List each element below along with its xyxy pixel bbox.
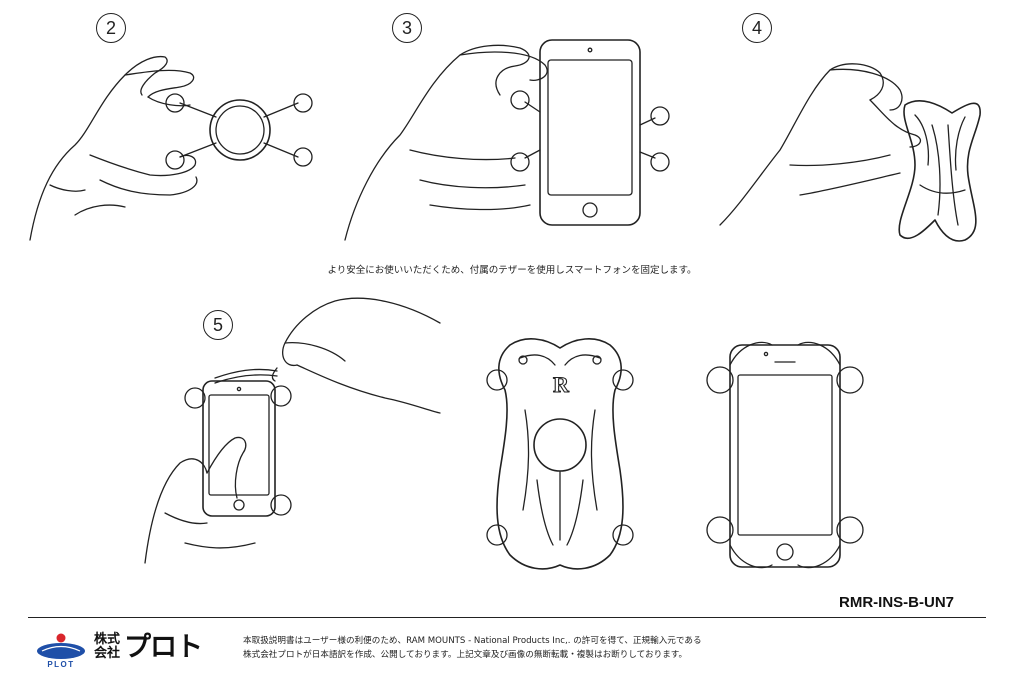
step-number-5: 5: [203, 310, 233, 340]
phone-drawing: [540, 40, 640, 225]
plot-logo-mark: [37, 633, 85, 659]
hand-drawing: [720, 64, 920, 225]
company-name: プロト: [124, 632, 203, 663]
document-code: RMR-INS-B-UN7: [839, 594, 954, 611]
tether-notice: より安全にお使いいただくため、付属のテザーを使用しスマートフォンを固定します。: [327, 265, 697, 276]
company-prefix: 株式会社: [94, 632, 121, 661]
phone-installed-front-view: [700, 330, 870, 575]
footer-line-1: 本取扱説明書はユーザー様の利便のため、RAM MOUNTS - National…: [243, 636, 702, 646]
step-number-3: 3: [392, 13, 422, 43]
footer-disclaimer: 本取扱説明書はユーザー様の利便のため、RAM MOUNTS - National…: [243, 634, 803, 662]
cradle-back-view: R: [475, 330, 645, 575]
plot-logo-text: PLOT: [47, 660, 75, 669]
step-number-4: 4: [742, 13, 772, 43]
hand-drawing: [345, 45, 547, 240]
step-4-illustration: [720, 55, 990, 245]
footer-line-2: 株式会社プロトが日本語訳を作成、公開しております。上記文章及び画像の無断転載・複…: [243, 650, 688, 660]
grip-arms: [511, 91, 669, 171]
step-number-2: 2: [96, 13, 126, 43]
step-5-illustration: [145, 293, 445, 573]
upper-hand-drawing: [272, 298, 440, 413]
rubber-cradle: [899, 101, 980, 241]
company-logo: PLOT 株式会社 プロト: [36, 627, 231, 675]
lower-hand-drawing: [145, 437, 255, 563]
step-3-illustration: [340, 40, 680, 245]
phone-drawing: [185, 381, 291, 516]
footer-divider: [28, 617, 986, 618]
hand-drawing: [30, 57, 197, 240]
step-2-illustration: [30, 45, 330, 245]
x-grip-spider: [166, 94, 312, 169]
cradle-logo-letter: R: [553, 372, 570, 397]
